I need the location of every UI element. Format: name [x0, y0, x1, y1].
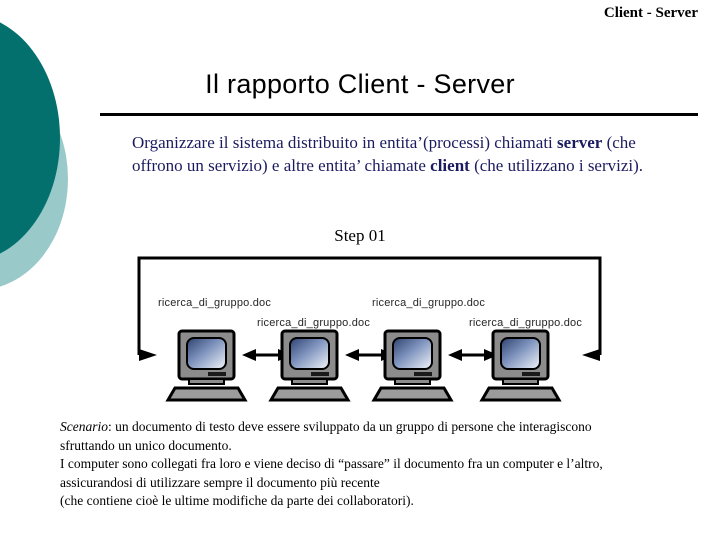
body-paragraph: Organizzare il sistema distribuito in en… — [132, 131, 662, 177]
scenario-line-3: I computer sono collegati fra loro e vie… — [60, 456, 603, 471]
document-label-2: ricerca_di_gruppo.doc — [257, 317, 371, 329]
computer-icon-2 — [268, 329, 351, 402]
bidirectional-arrows — [242, 349, 498, 361]
scenario-keyword: Scenario — [60, 419, 108, 434]
computer-icon-3 — [371, 329, 454, 402]
body-text-part-1: Organizzare il sistema distribuito in en… — [132, 133, 558, 152]
scenario-line-1: Scenario: un documento di testo deve ess… — [60, 418, 712, 437]
arrow-pair-1 — [242, 349, 292, 361]
step-label: Step 01 — [334, 226, 386, 245]
computer-icon-1 — [165, 329, 248, 402]
computer-icon-4 — [479, 329, 562, 402]
header-title: Client - Server — [603, 5, 698, 21]
title-divider — [100, 113, 698, 116]
body-text-part-2: (che offrono un servizio) e altre entita… — [132, 133, 636, 175]
page-title: Il rapporto Client - Server — [205, 69, 515, 99]
arrow-pair-2 — [345, 349, 395, 361]
scenario-line-1-text: : un documento di testo deve essere svil… — [108, 419, 592, 434]
scenario-line-5: (che contiene cioè le ultime modifiche d… — [60, 493, 414, 508]
document-label-4: ricerca_di_gruppo.doc — [469, 317, 583, 329]
scenario-line-4: assicurandosi di utilizzare sempre il do… — [60, 474, 380, 490]
body-text-bold-client: client — [430, 156, 470, 175]
body-text-bold-server: server — [557, 133, 603, 152]
scenario-line-2: sfruttando un unico documento. — [60, 437, 232, 453]
body-text-part-3: (che utilizzano i servizi). — [469, 156, 644, 175]
document-label-1: ricerca_di_gruppo.doc — [158, 297, 272, 309]
scenario-paragraph: Scenario: un documento di testo deve ess… — [60, 418, 712, 511]
loop-connector-path — [137, 256, 602, 361]
arrow-pair-3 — [448, 349, 498, 361]
document-label-3: ricerca_di_gruppo.doc — [372, 297, 486, 309]
